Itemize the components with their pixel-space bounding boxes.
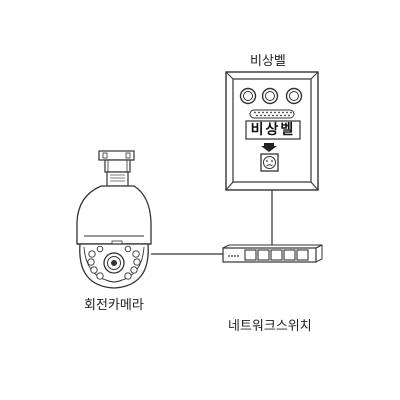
switch-status-leds (228, 255, 239, 257)
down-arrow-icon (261, 143, 277, 152)
ptz-camera-label: 회전카메라 (84, 298, 144, 313)
switch-port (244, 249, 257, 261)
panel-label-box (245, 120, 301, 140)
ir-led-ring (87, 245, 141, 280)
camera-bracket (104, 159, 131, 173)
ptz-camera (76, 150, 152, 289)
emergency-bell-panel (225, 71, 319, 191)
panel-button-1 (239, 87, 257, 105)
network-switch (222, 244, 323, 263)
switch-port (257, 249, 270, 261)
switch-port (283, 249, 296, 261)
call-button-icon (260, 153, 279, 172)
switch-port (270, 249, 283, 261)
network-switch-label: 네트워크스위치 (228, 319, 312, 334)
panel-button-2 (261, 87, 279, 105)
panel-display-text: 비상벨 (250, 122, 296, 138)
camera-lens (103, 252, 125, 274)
panel-button-3 (285, 87, 303, 105)
emergency-bell-label: 비상벨 (250, 54, 286, 69)
switch-port (296, 249, 309, 261)
camera-housing (76, 185, 152, 245)
speaker-grille (249, 109, 295, 119)
